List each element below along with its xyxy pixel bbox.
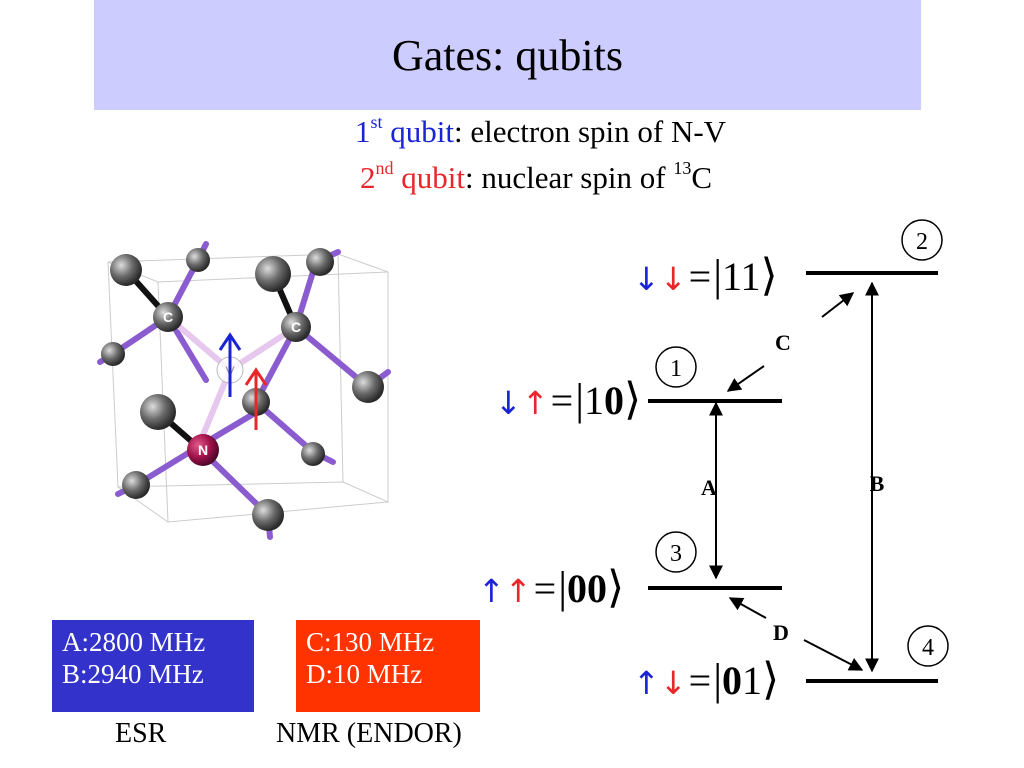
ket-digit-b: 0 (587, 566, 607, 611)
transition-label-b: B (870, 471, 885, 496)
second-qubit-desc: : nuclear spin of (464, 160, 674, 195)
isotope-number: 13 (673, 158, 692, 178)
nuclear-spin-arrow: ↓ (659, 260, 687, 298)
esr-frequency-box: A:2800 MHz B:2940 MHz (52, 620, 254, 712)
ket-digit-a: 0 (567, 566, 587, 611)
ket-close: ⟩ (607, 563, 625, 612)
circle-label-4: 4 (922, 635, 934, 661)
ket-close: ⟩ (762, 655, 780, 704)
nuclear-spin-arrow: ↓ (659, 664, 687, 702)
circle-label-2: 2 (916, 229, 928, 255)
ket-digit-a: 1 (584, 378, 604, 423)
ket-close: ⟩ (760, 251, 778, 300)
transition-label-c: C (775, 330, 791, 355)
ket-close: ⟩ (624, 375, 642, 424)
ket-open: | (713, 251, 722, 300)
spin-arrows (218, 332, 268, 430)
ket-open: | (558, 563, 567, 612)
electron-spin-arrow: ↓ (633, 260, 660, 298)
transition-d-arrow (728, 597, 767, 619)
state-circle-2 (901, 219, 943, 261)
state-circle-3 (655, 531, 697, 573)
esr-caption: ESR (115, 718, 167, 749)
transition-c-arrow (726, 365, 765, 392)
state-label-01: ↑↓=|01⟩ (633, 658, 779, 702)
transition-d-arrow-bottom (803, 639, 864, 671)
state-circle-4 (907, 625, 949, 667)
ket-digit-a: 0 (722, 658, 742, 703)
state-label-10: ↓↑=|10⟩ (495, 378, 641, 422)
equals-sign: = (688, 658, 712, 703)
equals-sign: = (550, 378, 574, 423)
ket-digit-a: 1 (722, 254, 742, 299)
carbon-label-1: C (163, 309, 173, 325)
esr-line-a: A:2800 MHz (62, 627, 206, 657)
second-qubit-word: qubit (401, 160, 465, 195)
transition-c-arrow-top (821, 292, 855, 318)
equals-sign: = (688, 254, 712, 299)
state-label-11: ↓↓=|11⟩ (633, 254, 778, 298)
energy-level-diagram: 2 1 3 4 C A B D (648, 219, 949, 683)
ket-digit-b: 1 (742, 658, 762, 703)
first-qubit-line: 1st qubit: electron spin of N-V (355, 112, 727, 150)
nuclear-spin-arrow: ↑ (504, 572, 532, 610)
transition-label-d: D (773, 620, 789, 645)
nitrogen-atom (187, 434, 219, 466)
nmr-caption: NMR (ENDOR) (276, 718, 462, 749)
electron-spin-arrow: ↑ (633, 664, 660, 702)
nuclear-spin-arrow: ↑ (521, 384, 549, 422)
state-label-00: ↑↑=|00⟩ (478, 566, 624, 610)
ket-open: | (713, 655, 722, 704)
state-circle-1 (655, 346, 697, 388)
second-qubit-line: 2nd qubit: nuclear spin of 13C (360, 158, 712, 196)
nv-center-molecule: C C N V (97, 241, 391, 540)
nmr-line-c: C:130 MHz (306, 627, 435, 657)
first-qubit-desc: : electron spin of N-V (454, 114, 727, 149)
ket-digit-b: 1 (741, 254, 761, 299)
transition-label-a: A (701, 475, 717, 500)
title-bar: Gates: qubits (94, 0, 921, 110)
nitrogen-label: N (198, 442, 208, 458)
electron-spin-arrow: ↑ (478, 572, 505, 610)
ket-digit-b: 0 (604, 378, 624, 423)
esr-line-b: B:2940 MHz (62, 659, 204, 689)
second-qubit-sup: nd (375, 158, 394, 178)
second-qubit-number: 2 (360, 160, 376, 195)
isotope-element: C (691, 160, 712, 195)
circle-label-3: 3 (670, 541, 682, 567)
nmr-frequency-box: C:130 MHz D:10 MHz (296, 620, 480, 712)
circle-label-1: 1 (670, 356, 682, 382)
page-title: Gates: qubits (392, 31, 623, 80)
first-qubit-word: qubit (390, 114, 454, 149)
carbon-label-2: C (291, 319, 301, 335)
first-qubit-number: 1 (355, 114, 371, 149)
electron-spin-arrow: ↓ (495, 384, 522, 422)
first-qubit-sup: st (370, 112, 383, 132)
ket-open: | (575, 375, 584, 424)
nmr-line-d: D:10 MHz (306, 659, 423, 689)
equals-sign: = (533, 566, 557, 611)
